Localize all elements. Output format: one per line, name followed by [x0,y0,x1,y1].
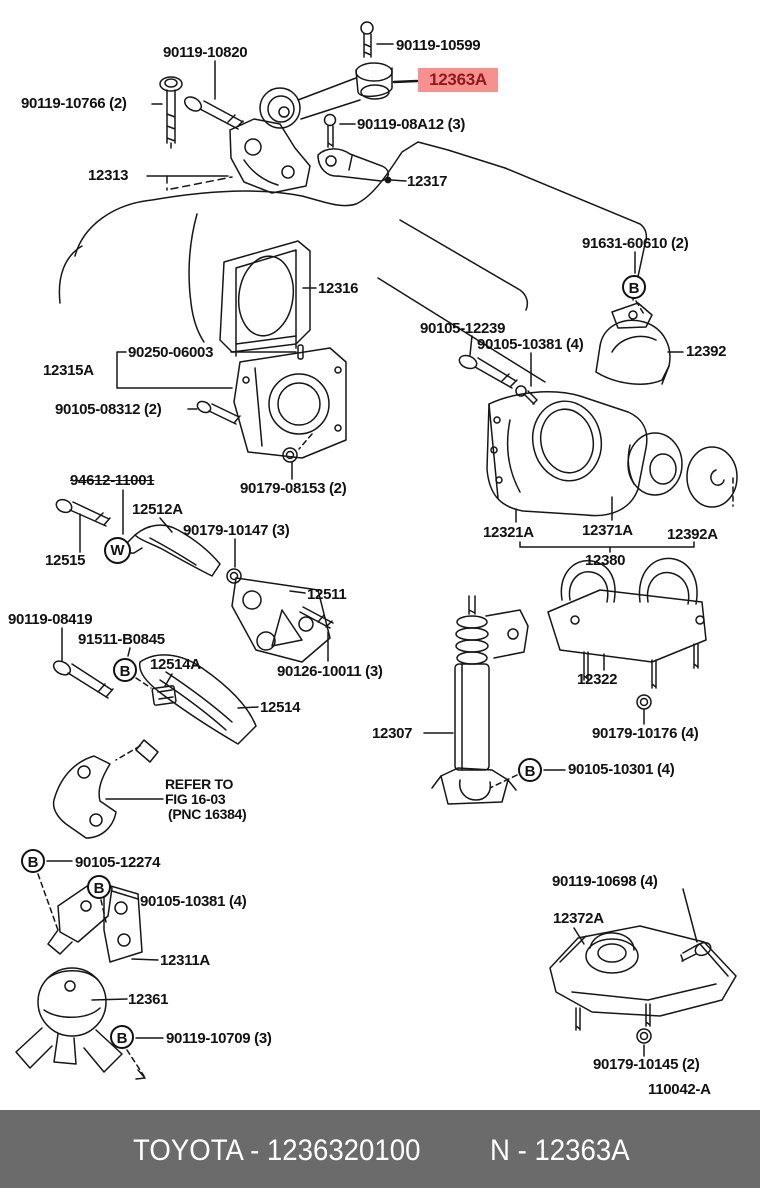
clip-12514a-graphic [135,673,177,706]
part-label-90179-10147: 90179-10147 (3) [183,522,290,539]
part-label-90119-10709: 90119-10709 (3) [166,1030,272,1047]
part-label-12380: 12380 [585,552,626,569]
refer-to-line3: (PNC 16384) [168,806,247,822]
part-label-12307: 12307 [372,725,413,742]
refer-to-line2: FIG 16-03 [165,791,226,807]
nut-08153-graphic [282,433,313,480]
part-label-12315a: 12315A [43,362,94,379]
part-label-90105-12274: 90105-12274 [75,854,161,871]
bolt-08a12-graphic [323,113,356,148]
callout-b-6: B [110,1025,134,1049]
part-label-12322: 12322 [577,671,618,688]
part-label-12313: 12313 [88,167,129,184]
part-label-90126-10011: 90126-10011 (3) [277,663,383,680]
part-label-12361: 12361 [128,991,169,1008]
bolt-10599-graphic [360,21,394,58]
part-label-90179-08153: 90179-08153 (2) [240,480,347,497]
bracket-12322-graphic [547,557,707,725]
part-label-12372a: 12372A [553,910,604,927]
callout-w-1: W [104,537,131,564]
mount-12372a-graphic [549,888,737,1057]
part-label-90250-06003: 90250-06003 [128,344,214,361]
part-label-12311a: 12311A [160,952,210,969]
part-label-91631-60610: 91631-60610 (2) [582,235,689,252]
bracket-12511-graphic [231,577,334,663]
highlighted-part-label: 12363A [418,68,498,92]
part-label-90179-10145: 90179-10145 (2) [593,1056,700,1073]
bolt-10766-graphic [151,76,183,149]
part-label-12392a: 12392A [667,526,718,543]
part-label-12515: 12515 [45,552,86,569]
engine-outline-graphic [58,141,648,383]
part-label-12392: 12392 [686,343,727,360]
arm-12514-graphic [115,654,259,763]
part-label-90119-10820: 90119-10820 [163,44,248,61]
group-bracket-12380 [519,541,695,553]
callout-b-5: B [87,875,111,899]
refer-to-note: REFER TO FIG 16-03 (PNC 16384) [165,776,247,822]
part-label-12316: 12316 [318,280,359,297]
cylinder-12371a-graphic [611,432,683,521]
bolt-08312-graphic [187,400,241,425]
part-label-90179-10176: 90179-10176 (4) [592,725,699,742]
frame-12316-graphic [219,240,317,357]
part-label-90119-08a12: 90119-08A12 (3) [357,116,466,133]
part-label-12512a: 12512A [132,501,183,518]
callout-b-2: B [113,658,137,682]
part-label-91511-b0845: 91511-B0845 [78,631,165,648]
part-label-90105-12239: 90105-12239 [420,320,506,337]
callout-b-4: B [21,849,45,873]
refer-to-line1: REFER TO [165,776,234,792]
bolt-12239-graphic [458,335,538,405]
disc-12392a-graphic [686,446,738,508]
mount-bracket-12315a-graphic [116,344,347,459]
bolt-10820-graphic [183,60,244,130]
catalog-number-text: TOYOTA - 1236320100 [133,1134,421,1167]
part-label-90105-08312: 90105-08312 (2) [55,401,162,418]
part-number-text: N - 12363A [490,1134,630,1167]
part-label-12371a: 12371A [582,522,633,539]
part-label-90119-10766: 90119-10766 (2) [21,95,127,112]
callout-b-1: B [622,275,646,299]
callout-b-3: B [518,758,542,782]
part-label-90119-10599: 90119-10599 [396,37,481,54]
part-label-12321a: 12321A [483,524,534,541]
damper-12307-graphic [423,595,566,805]
bracket-12313-graphic [146,118,311,194]
part-label-12317: 12317 [407,173,448,190]
insulator-12392-graphic [595,302,684,385]
part-label-90105-10301: 90105-10301 (4) [568,761,675,778]
part-label-90119-10698: 90119-10698 (4) [552,873,658,890]
torque-rod-graphic [259,62,393,129]
part-label-90105-10381-b: 90105-10381 (4) [140,893,247,910]
refer-arm-graphic [52,755,164,839]
part-label-90105-10381: 90105-10381 (4) [477,336,584,353]
part-label-94612-11001: 94612-11001 [70,472,155,489]
part-label-12511: 12511 [307,586,347,603]
bracket-12317-graphic [317,148,407,184]
bolt-12515-graphic [55,489,124,553]
bolt-08419-graphic [52,627,131,699]
footer-bar: TOYOTA - 1236320100 N - 12363A [0,1110,760,1188]
part-label-12514: 12514 [260,699,301,716]
housing-12321a-graphic [486,391,648,523]
mount-12361-graphic [15,967,164,1080]
part-label-110042-a: 110042-A [648,1081,711,1098]
part-label-12514a: 12514A [150,656,201,673]
part-label-90119-08419: 90119-08419 [8,611,93,628]
highlight-leader-line [392,79,419,84]
